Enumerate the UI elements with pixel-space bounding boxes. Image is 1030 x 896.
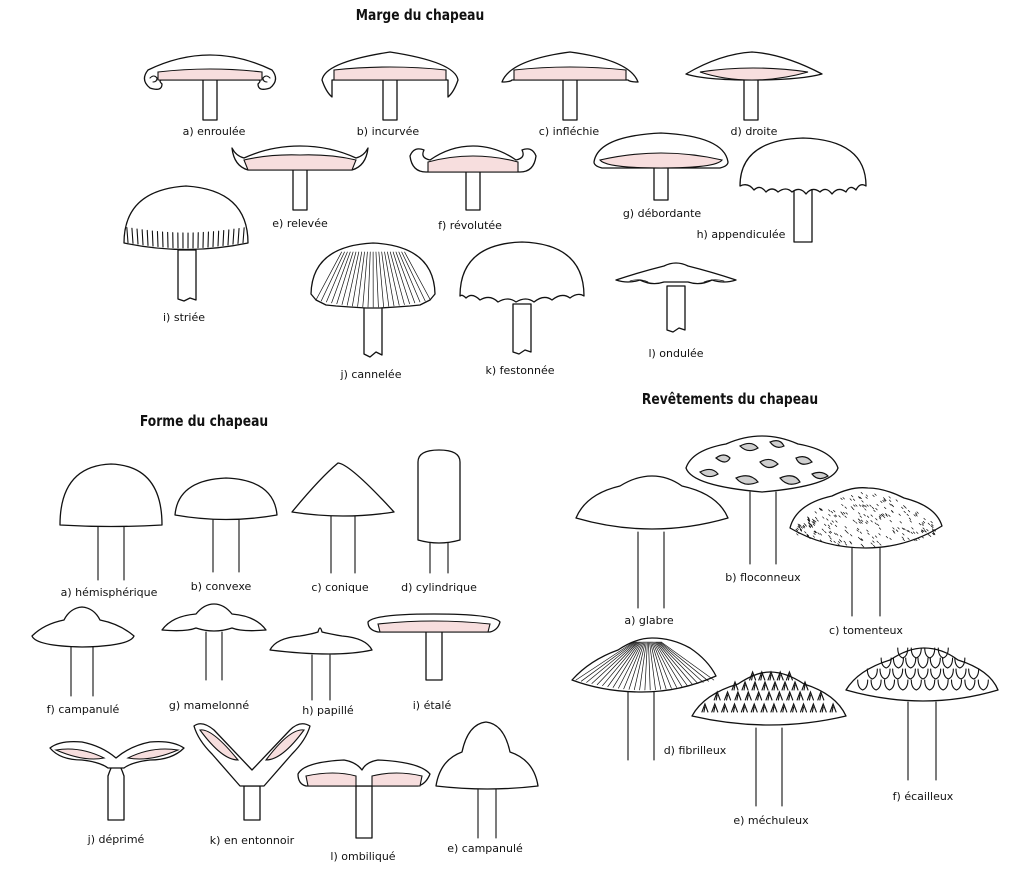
- marge-b-incurvee-drawing: [321, 51, 459, 121]
- forme-g-mamelonne-drawing: [161, 603, 267, 681]
- marge-d-droite-drawing: [685, 51, 823, 121]
- forme-f-campanule-drawing: [31, 606, 135, 697]
- marge-j-cannelee-drawing: [310, 242, 436, 358]
- label-marge-i: i) striée: [162, 311, 206, 324]
- label-forme-k: k) en entonnoir: [209, 834, 295, 847]
- forme-i-etale-drawing: [367, 613, 501, 681]
- label-marge-b: b) incurvée: [356, 125, 420, 138]
- revetement-f-ecailleux-drawing: [845, 647, 999, 781]
- forme-a-hemispherique-drawing: [59, 463, 163, 581]
- label-marge-h: h) appendiculée: [696, 228, 786, 241]
- revetement-d-fibrilleux-drawing: [571, 637, 717, 761]
- section-title-forme: Forme du chapeau: [139, 412, 269, 430]
- label-marge-f: f) révolutée: [438, 219, 502, 232]
- label-revetement-d: d) fibrilleux: [663, 744, 727, 757]
- revetement-e-mechuleux-drawing: [691, 670, 847, 807]
- label-revetement-e: e) méchuleux: [733, 814, 809, 827]
- forme-k-en-entonnoir-drawing: [193, 723, 311, 821]
- forme-h-papille-drawing: [269, 627, 373, 701]
- label-revetement-f: f) écailleux: [892, 790, 954, 803]
- label-forme-i: i) étalé: [412, 699, 452, 712]
- marge-i-striee-drawing: [123, 185, 249, 302]
- marge-h-appendiculee-drawing: [739, 137, 867, 243]
- marge-e-relevee-drawing: [231, 145, 369, 211]
- forme-b-convexe-drawing: [174, 477, 278, 573]
- label-forme-h: h) papillé: [302, 704, 354, 717]
- marge-c-inflechie-drawing: [501, 51, 639, 121]
- forme-d-cylindrique-drawing: [417, 449, 461, 574]
- label-forme-l: l) ombiliqué: [330, 850, 396, 863]
- revetement-a-glabre-drawing: [575, 475, 729, 609]
- revetement-c-tomenteux-drawing: [789, 487, 943, 617]
- label-marge-j: j) cannelée: [340, 368, 402, 381]
- revetement-b-floconneux-drawing: [685, 435, 839, 565]
- label-marge-c: c) infléchie: [538, 125, 600, 138]
- label-forme-e: e) campanulé: [447, 842, 523, 855]
- label-revetement-a: a) glabre: [624, 614, 674, 627]
- label-marge-g: g) débordante: [622, 207, 702, 220]
- forme-c-conique-drawing: [291, 462, 395, 574]
- marge-f-revolutee-drawing: [409, 145, 537, 211]
- label-revetement-b: b) floconneux: [725, 571, 801, 584]
- label-forme-b: b) convexe: [190, 580, 252, 593]
- section-title-revetements: Revêtements du chapeau: [641, 390, 819, 408]
- forme-l-ombilique-drawing: [297, 759, 431, 839]
- label-revetement-c: c) tomenteux: [829, 624, 903, 637]
- label-marge-a: a) enroulée: [182, 125, 246, 138]
- marge-l-ondulee-drawing: [615, 262, 737, 333]
- marge-g-debordante-drawing: [593, 132, 729, 201]
- label-forme-c: c) conique: [311, 581, 369, 594]
- label-marge-k: k) festonnée: [485, 364, 555, 377]
- marge-a-enroulee-drawing: [143, 54, 277, 121]
- forme-e-campanule-drawing: [435, 721, 539, 839]
- forme-j-deprime-drawing: [49, 740, 185, 821]
- label-forme-d: d) cylindrique: [401, 581, 477, 594]
- section-title-marge: Marge du chapeau: [355, 6, 485, 24]
- label-marge-d: d) droite: [730, 125, 778, 138]
- label-forme-a: a) hémisphérique: [60, 586, 158, 599]
- marge-k-festonnee-drawing: [459, 241, 585, 355]
- label-forme-j: j) déprimé: [87, 833, 145, 846]
- label-forme-f: f) campanulé: [46, 703, 120, 716]
- label-marge-e: e) relevée: [272, 217, 328, 230]
- label-marge-l: l) ondulée: [648, 347, 704, 360]
- label-forme-g: g) mamelonné: [168, 699, 250, 712]
